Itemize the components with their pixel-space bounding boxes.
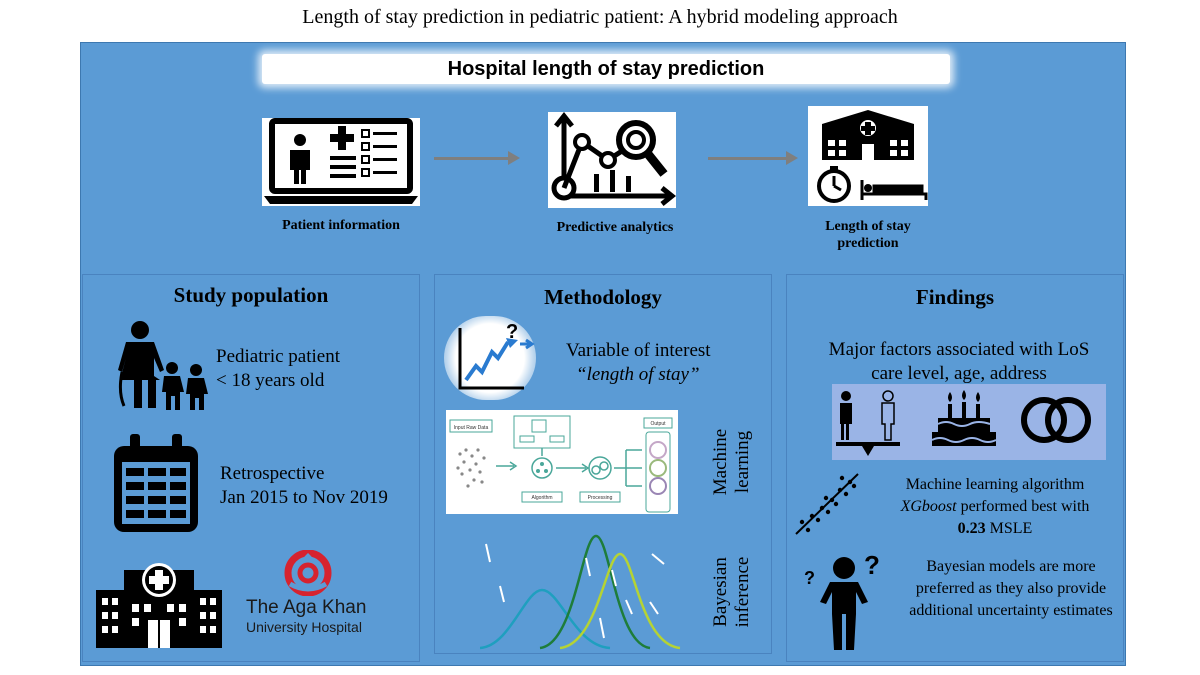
arrow-1 — [434, 157, 510, 160]
ml-label-line2: learning — [732, 430, 753, 494]
machine-learning-label: Machine learning — [710, 412, 754, 512]
ml-label-line1: Machine — [710, 428, 731, 496]
step-length-of-stay: Length of stay prediction — [790, 218, 946, 252]
study-design: Retrospective Jan 2015 to Nov 2019 — [220, 462, 388, 510]
ml-finding-text: Machine learning algorithm XGboost perfo… — [870, 474, 1120, 540]
design-line1: Retrospective — [220, 463, 325, 484]
svg-text:?: ? — [506, 321, 518, 343]
parent-children-icon — [110, 318, 210, 414]
laptop-patient-icon — [262, 118, 420, 206]
variable-of-interest-label: Variable of interest — [566, 340, 711, 361]
bayes-label-line1: Bayesian — [710, 557, 731, 627]
flow-label-output: Output — [650, 421, 666, 427]
bayesian-distributions — [480, 530, 690, 650]
methodology-title: Methodology — [544, 285, 662, 309]
msle-label: MSLE — [985, 520, 1033, 537]
patient-line2: < 18 years old — [216, 370, 325, 391]
ml-flow-diagram: Input Raw Data Algorithm Processing Outp… — [446, 410, 678, 514]
patient-line1: Pediatric patient — [216, 346, 340, 367]
page-title: Length of stay prediction in pediatric p… — [302, 6, 898, 28]
svg-text:?: ? — [864, 552, 880, 580]
ml-finding-line1: Machine learning algorithm — [905, 476, 1085, 493]
xgboost-name: XGboost — [900, 498, 957, 515]
arrow-2-head — [786, 151, 798, 165]
thinking-person-icon: ? ? — [800, 552, 892, 652]
bayes-finding-line3: additional uncertainty estimates — [909, 602, 1113, 619]
bayes-finding-line2: preferred as they also provide — [915, 580, 1107, 597]
ml-finding-line2: performed best with — [956, 498, 1090, 515]
hospital-name-line2: University Hospital — [246, 619, 362, 635]
step3-line2: prediction — [837, 236, 899, 251]
step3-line1: Length of stay — [825, 219, 911, 234]
trend-question-icon: ? — [444, 316, 536, 400]
aga-khan-logo-text: The Aga Khan University Hospital — [246, 598, 366, 636]
major-factors-text: Major factors associated with LoS care l… — [794, 338, 1124, 386]
msle-value: 0.23 — [957, 520, 986, 537]
bayes-label-line2: inference — [732, 556, 753, 628]
analytics-chart-icon — [548, 112, 676, 208]
hospital-building-icon — [96, 556, 222, 648]
design-line2: Jan 2015 to Nov 2019 — [220, 487, 388, 508]
flow-label-processing: Processing — [588, 495, 613, 501]
bayesian-inference-label: Bayesian inference — [710, 542, 754, 642]
factors-line2: care level, age, address — [871, 363, 1047, 384]
step-predictive-analytics: Predictive analytics — [556, 220, 674, 235]
svg-text:?: ? — [804, 568, 815, 588]
arrow-2 — [708, 157, 788, 160]
flow-label-input: Input Raw Data — [454, 425, 489, 431]
study-population-title: Study population — [173, 283, 329, 307]
findings-title: Findings — [915, 285, 995, 309]
step-patient-information: Patient information — [282, 218, 400, 233]
hospital-name-line1: The Aga Khan — [246, 597, 367, 618]
calendar-icon — [110, 432, 202, 536]
hospital-stay-icon — [808, 106, 928, 206]
patient-criteria: Pediatric patient < 18 years old — [216, 345, 340, 393]
bayesian-finding-text: Bayesian models are more preferred as th… — [896, 556, 1126, 622]
bayes-finding-line1: Bayesian models are more — [926, 558, 1096, 575]
aga-khan-logo-icon — [284, 550, 332, 596]
arrow-1-head — [508, 151, 520, 165]
factors-line1: Major factors associated with LoS — [828, 339, 1090, 360]
factors-icon-strip — [832, 384, 1106, 460]
header-title: Hospital length of stay prediction — [262, 54, 950, 84]
scatter-regression-icon — [792, 470, 864, 540]
variable-of-interest-value: “length of stay” — [576, 364, 700, 385]
flow-label-algorithm: Algorithm — [531, 495, 552, 501]
